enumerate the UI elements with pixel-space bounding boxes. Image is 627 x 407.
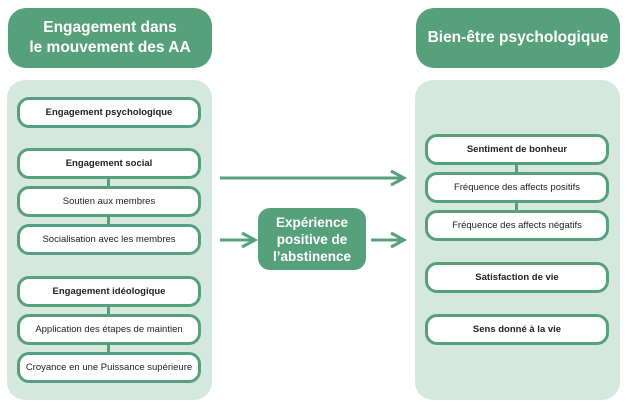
arrow-from-mediator [371, 231, 408, 249]
connector [107, 340, 110, 355]
node-soutien-membres: Soutien aux membres [17, 186, 201, 217]
mediator-line3: l’abstinence [272, 248, 352, 264]
node-socialisation-membres: Socialisation avec les membres [17, 224, 201, 255]
connector [515, 160, 518, 175]
direct-arrow [220, 169, 408, 187]
connector [107, 175, 110, 190]
left-header: Engagement dans le mouvement des AA [8, 8, 212, 68]
node-engagement-psychologique: Engagement psychologique [17, 97, 201, 128]
node-satisfaction-vie: Satisfaction de vie [425, 262, 609, 293]
right-header: Bien-être psychologique [416, 8, 620, 68]
connector [107, 302, 110, 317]
node-affects-negatifs: Fréquence des affects négatifs [425, 210, 609, 241]
node-application-etapes: Application des étapes de maintien [17, 314, 201, 345]
mediator-line2: positive de [276, 231, 348, 247]
right-header-title: Bien-être psychologique [427, 29, 609, 46]
node-engagement-ideologique: Engagement idéologique [17, 276, 201, 307]
node-sens-vie: Sens donné à la vie [425, 314, 609, 345]
node-croyance-puissance: Croyance en une Puissance supérieure [17, 352, 201, 383]
node-affects-positifs: Fréquence des affects positifs [425, 172, 609, 203]
node-engagement-social: Engagement social [17, 148, 201, 179]
mediator-line1: Expérience [275, 214, 349, 230]
left-header-line2: le mouvement des AA [29, 39, 191, 56]
node-sentiment-bonheur: Sentiment de bonheur [425, 134, 609, 165]
left-header-line1: Engagement dans [43, 19, 177, 36]
connector [107, 213, 110, 228]
connector [515, 198, 518, 213]
arrow-to-mediator [220, 231, 259, 249]
